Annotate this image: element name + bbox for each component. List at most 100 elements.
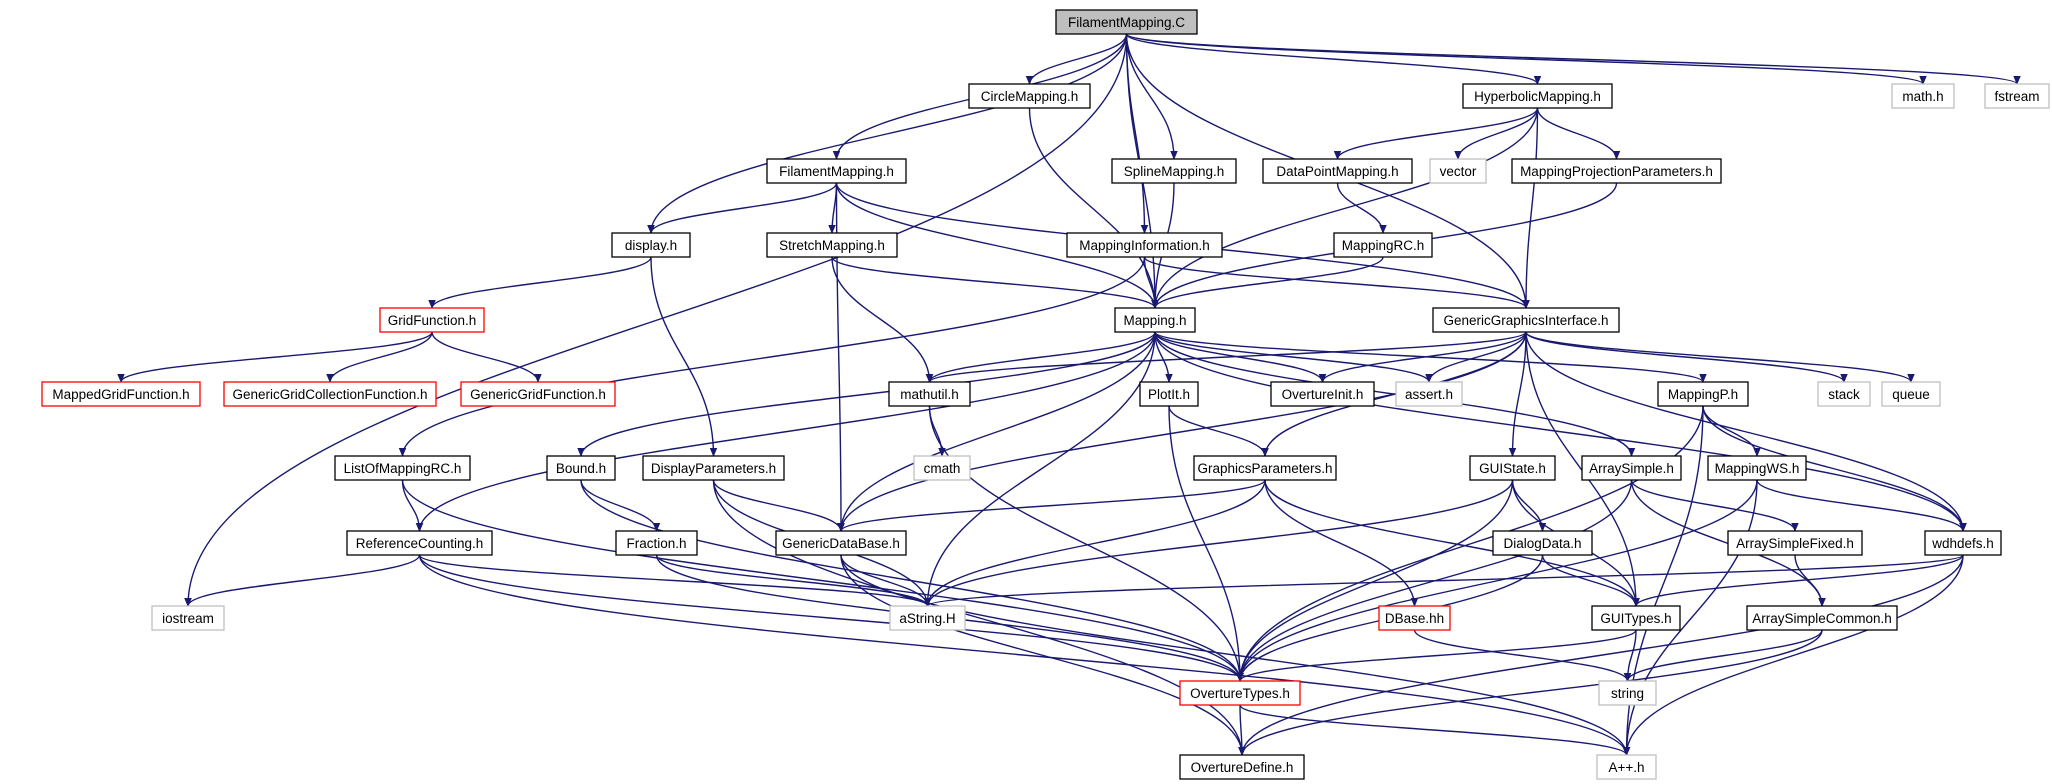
node-dialogdata_h[interactable]: DialogData.h [1492, 530, 1593, 556]
node-overturetypes_h[interactable]: OvertureTypes.h [1179, 680, 1301, 706]
node-box [1055, 9, 1198, 35]
node-wdhdefs_h[interactable]: wdhdefs.h [1924, 530, 2002, 556]
node-box [1984, 83, 2050, 109]
node-guistate_h[interactable]: GUIState.h [1469, 455, 1556, 481]
edge-guistate_h-to-astring_h [923, 479, 1514, 607]
node-iostream[interactable]: iostream [151, 605, 225, 631]
node-assert_h[interactable]: assert.h [1395, 381, 1463, 407]
node-a_plus_plus_h[interactable]: A++.h [1596, 754, 1657, 780]
node-label: stack [1828, 387, 1860, 402]
node-stack[interactable]: stack [1817, 381, 1871, 407]
node-box [1179, 754, 1305, 780]
node-arraysimple_h[interactable]: ArraySimple.h [1581, 455, 1682, 481]
edge-mappinginformation_h-to-genericgraphicsinterface_h [1143, 256, 1530, 309]
edge-mappingws_h-to-overturetypes_h [1236, 479, 1758, 682]
node-mappingprojectionparameters_h[interactable]: MappingProjectionParameters.h [1511, 158, 1722, 184]
node-label: MappingRC.h [1342, 238, 1425, 253]
node-astring_h[interactable]: aString.H [889, 605, 966, 631]
edge-hyperbolicmapping_h-to-datapointmapping_h [1333, 107, 1539, 160]
node-genericdatabase_h[interactable]: GenericDataBase.h [775, 530, 907, 556]
edge-filamentmapping_c-to-fstream [1125, 33, 2021, 85]
node-label: ArraySimple.h [1589, 461, 1674, 476]
node-label: FilamentMapping.h [779, 164, 894, 179]
node-datapointmapping_h[interactable]: DataPointMapping.h [1262, 158, 1413, 184]
node-label: Mapping.h [1123, 313, 1186, 328]
node-box [766, 158, 907, 184]
node-stretchmapping_h[interactable]: StretchMapping.h [766, 232, 898, 258]
edge-guistate_h-to-overturetypes_h [1236, 479, 1514, 682]
node-box [1707, 455, 1807, 481]
node-box [1746, 605, 1898, 631]
node-graphicsparameters_h[interactable]: GraphicsParameters.h [1193, 455, 1337, 481]
node-circlemapping_h[interactable]: CircleMapping.h [968, 83, 1091, 109]
node-mappingws_h[interactable]: MappingWS.h [1707, 455, 1807, 481]
edge-guitypes_h-to-overturetypes_h [1236, 629, 1637, 682]
edge-referencecounting_h-to-astring_h [418, 554, 932, 607]
node-listofmappingrc_h[interactable]: ListOfMappingRC.h [334, 455, 471, 481]
node-label: HyperbolicMapping.h [1474, 89, 1601, 104]
node-guitypes_h[interactable]: GUITypes.h [1591, 605, 1681, 631]
edge-filamentmapping_c-to-circlemapping_h [1025, 33, 1128, 85]
node-displayparameters_h[interactable]: DisplayParameters.h [642, 455, 785, 481]
node-label: GUITypes.h [1600, 611, 1671, 626]
node-box [1581, 455, 1682, 481]
node-mapping_h[interactable]: Mapping.h [1114, 307, 1196, 333]
node-arraysimplefixed_h[interactable]: ArraySimpleFixed.h [1727, 530, 1863, 556]
node-label: OvertureTypes.h [1190, 686, 1290, 701]
node-mathutil_h[interactable]: mathutil.h [888, 381, 971, 407]
node-referencecounting_h[interactable]: ReferenceCounting.h [346, 530, 493, 556]
edge-genericgraphicsinterface_h-to-guitypes_h [1525, 331, 1640, 607]
edge-mappinginformation_h-to-mapping_h [1143, 256, 1159, 309]
node-hyperbolicmapping_h[interactable]: HyperbolicMapping.h [1462, 83, 1613, 109]
edge-genericdatabase_h-to-overturedefine_h [840, 554, 1246, 756]
edge-graphicsparameters_h-to-genericdatabase_h [837, 479, 1266, 532]
edge-display_h-to-displayparameters_h [650, 256, 718, 457]
node-mappingp_h[interactable]: MappingP.h [1657, 381, 1749, 407]
node-dbase_hh[interactable]: DBase.hh [1378, 605, 1451, 631]
node-overturedefine_h[interactable]: OvertureDefine.h [1179, 754, 1305, 780]
node-label: GenericGraphicsInterface.h [1443, 313, 1608, 328]
node-overtureinit_h[interactable]: OvertureInit.h [1270, 381, 1375, 407]
node-splinemapping_h[interactable]: SplineMapping.h [1111, 158, 1237, 184]
node-box [223, 381, 437, 407]
node-box [642, 455, 785, 481]
edge-stretchmapping_h-to-mathutil_h [831, 256, 934, 383]
edge-dbase_hh-to-string [1413, 629, 1632, 682]
node-label: ListOfMappingRC.h [344, 461, 462, 476]
node-display_h[interactable]: display.h [611, 232, 691, 258]
node-mappedgridfunction_h[interactable]: MappedGridFunction.h [41, 381, 201, 407]
node-gridfunction_h[interactable]: GridFunction.h [379, 307, 485, 333]
node-label: ArraySimpleFixed.h [1736, 536, 1854, 551]
node-vector[interactable]: vector [1429, 158, 1487, 184]
node-genericgridfunction_h[interactable]: GenericGridFunction.h [460, 381, 616, 407]
node-filamentmapping_h[interactable]: FilamentMapping.h [766, 158, 907, 184]
edge-listofmappingrc_h-to-overturetypes_h [401, 479, 1244, 682]
node-filamentmapping_c[interactable]: FilamentMapping.C [1055, 9, 1198, 35]
node-genericgraphicsinterface_h[interactable]: GenericGraphicsInterface.h [1432, 307, 1620, 333]
edge-genericgraphicsinterface_h-to-wdhdefs_h [1525, 331, 1967, 532]
node-plotit_h[interactable]: PlotIt.h [1139, 381, 1199, 407]
node-cmath[interactable]: cmath [913, 455, 971, 481]
node-box [41, 381, 201, 407]
edge-bound_h-to-fraction_h [580, 479, 661, 532]
edge-arraysimplecommon_h-to-overturedefine_h [1238, 629, 1823, 756]
node-box [1333, 232, 1433, 258]
node-string[interactable]: string [1598, 680, 1657, 706]
node-fstream[interactable]: fstream [1984, 83, 2050, 109]
node-math_h[interactable]: math.h [1891, 83, 1955, 109]
edge-gridfunction_h-to-genericgridfunction_h [431, 331, 542, 383]
node-box [888, 381, 971, 407]
node-mappingrc_h[interactable]: MappingRC.h [1333, 232, 1433, 258]
node-queue[interactable]: queue [1881, 381, 1941, 407]
node-arraysimplecommon_h[interactable]: ArraySimpleCommon.h [1746, 605, 1898, 631]
node-box [1179, 680, 1301, 706]
node-bound_h[interactable]: Bound.h [546, 455, 616, 481]
node-fraction_h[interactable]: Fraction.h [615, 530, 698, 556]
node-mappinginformation_h[interactable]: MappingInformation.h [1066, 232, 1223, 258]
node-label: Bound.h [556, 461, 606, 476]
node-layer: FilamentMapping.C CircleMapping.h Hyperbol… [41, 9, 2050, 780]
node-box [1462, 83, 1613, 109]
node-genericgridcollectionfunction_h[interactable]: GenericGridCollectionFunction.h [223, 381, 437, 407]
node-box [1492, 530, 1593, 556]
